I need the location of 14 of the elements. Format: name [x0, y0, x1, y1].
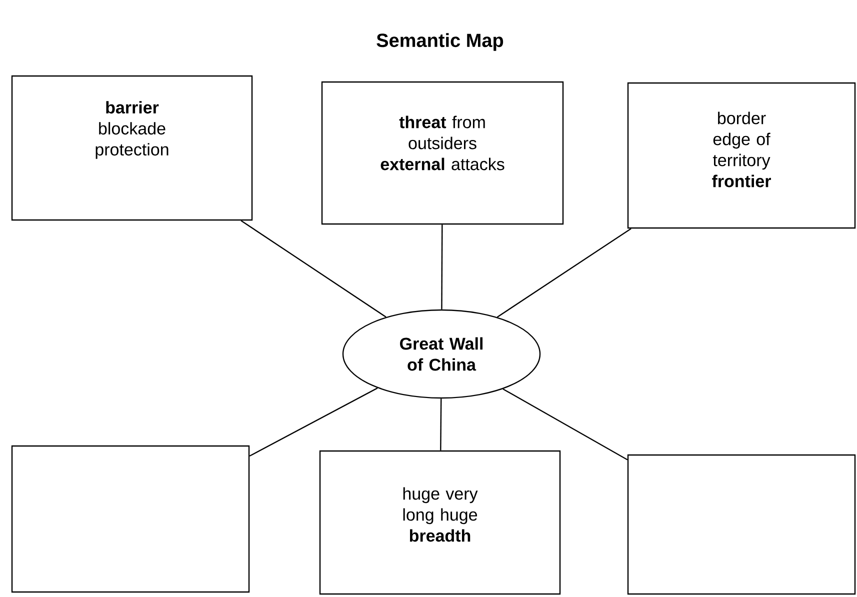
connector-line	[441, 224, 443, 310]
concept-box: border edge of territory frontier	[627, 82, 856, 229]
topic-oval: Great Wall of China	[342, 309, 541, 399]
title: Semantic Map	[376, 33, 504, 51]
concept-box: huge very long huge breadth	[319, 450, 561, 595]
connector-line	[240, 220, 386, 318]
connector-line	[249, 388, 378, 457]
connector-line	[502, 388, 628, 460]
concept-box: threat from outsiders external attacks	[321, 81, 564, 225]
concept-box: barrier blockade protection	[11, 75, 253, 221]
connector-line	[496, 228, 632, 318]
empty-box	[11, 445, 250, 593]
empty-box	[627, 454, 856, 595]
connector-line	[440, 398, 442, 450]
